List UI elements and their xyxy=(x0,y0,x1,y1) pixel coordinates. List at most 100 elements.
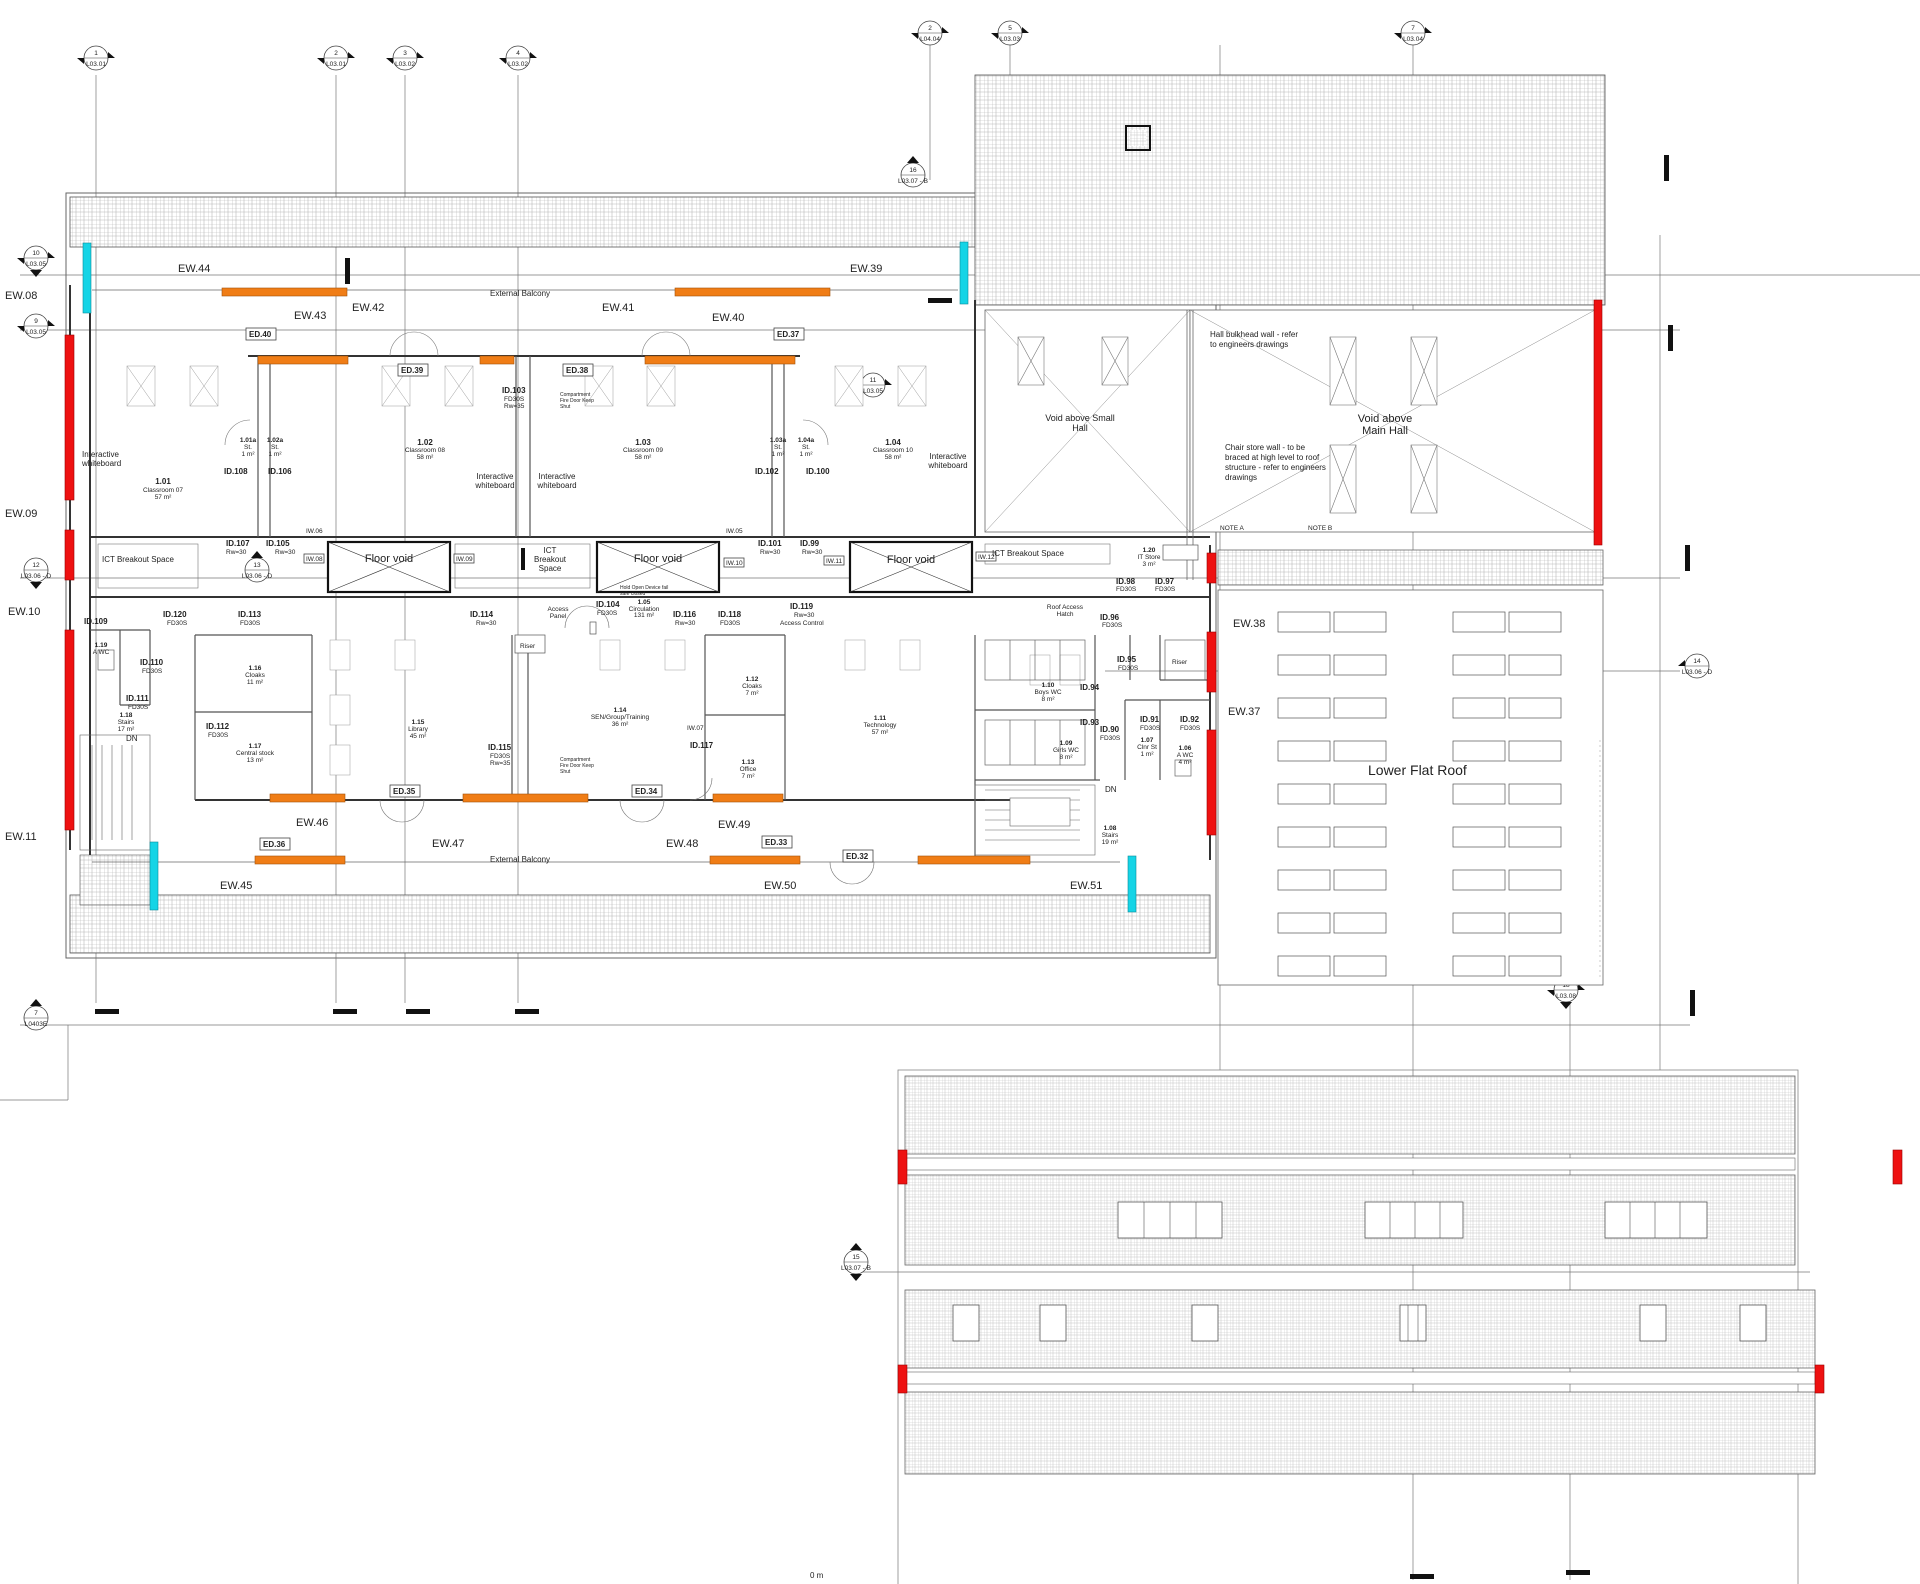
ew-09-label: EW.09 xyxy=(5,508,37,520)
room-1-14-name: SEN/Group/Training xyxy=(591,714,650,721)
room-1-03-area: 58 m² xyxy=(635,454,652,461)
room-1-13-num: 1.13 xyxy=(742,759,755,766)
ew-42-label: EW.42 xyxy=(352,302,384,314)
room-1-02-name: Classroom 08 xyxy=(405,447,445,454)
room-1-04a-num: 1.04a xyxy=(798,437,815,444)
room-1-10-name: Boys WC xyxy=(1034,689,1061,696)
grid-bubble-ref: L03.01 xyxy=(86,61,106,68)
room-1-18-name: Stairs xyxy=(118,719,135,726)
grid-bubble: 13 L03.06 - D xyxy=(242,551,272,583)
chair-store-note: Chair store wall - to be braced at high … xyxy=(1225,443,1326,482)
grid-bubble-num: 18 xyxy=(1562,982,1570,989)
ew-45-label: EW.45 xyxy=(220,880,252,892)
ew-40-label: EW.40 xyxy=(712,312,744,324)
grid-bubble-num: 5 xyxy=(1008,25,1012,32)
room-1-07-area: 1 m² xyxy=(1141,751,1155,758)
id-91-label: ID.91 xyxy=(1140,715,1160,724)
ed-39-label: ED.39 xyxy=(401,366,424,375)
id-101-label: ID.101 xyxy=(758,539,782,548)
grid-bubble-num: 13 xyxy=(253,562,261,569)
id-97-spec: FD30S xyxy=(1155,586,1176,593)
room-1-01a-name: St. xyxy=(244,444,252,451)
room-1-20-name: IT Store xyxy=(1137,554,1160,561)
id-107-rating: Rw=30 xyxy=(226,549,247,556)
ict-breakout-label: ICT Breakout Space xyxy=(102,555,174,564)
ed-35-label: ED.35 xyxy=(393,787,416,796)
room-1-15-area: 45 m² xyxy=(410,733,427,740)
id-116-rating: Rw=30 xyxy=(675,620,696,627)
note-b-label: NOTE B xyxy=(1308,525,1332,532)
id-93-label: ID.93 xyxy=(1080,718,1100,727)
room-1-01-area: 57 m² xyxy=(155,494,172,501)
id-117-label: ID.117 xyxy=(690,741,714,750)
id-98-label: ID.98 xyxy=(1116,577,1136,586)
room-1-01-num: 1.01 xyxy=(155,477,171,486)
red-walls xyxy=(64,299,1603,836)
ew-47-label: EW.47 xyxy=(432,838,464,850)
room-labels: 1.01 Classroom 07 57 m² 1.02 Classroom 0… xyxy=(93,437,1194,846)
external-door-labels: ED.40 ED.39 ED.38 ED.37 ED.35 ED.34 ED.3… xyxy=(245,327,874,863)
grid-bubble: 16 L03.07 - B xyxy=(898,156,928,188)
ict-breakout-label: ICT Breakout Space xyxy=(992,549,1064,558)
room-1-02a-name: St. xyxy=(271,444,279,451)
room-1-07-name: Clnr St xyxy=(1137,744,1157,751)
iw-08-label: IW.08 xyxy=(306,556,323,563)
room-1-08-area: 19 m² xyxy=(1102,839,1119,846)
grid-bubble-num: 10 xyxy=(32,250,40,257)
room-1-01a-area: 1 m² xyxy=(242,451,256,458)
id-107-label: ID.107 xyxy=(226,539,250,548)
grid-bubble: 3 L03.02 xyxy=(386,45,424,71)
room-1-16-area: 11 m² xyxy=(247,679,264,686)
room-1-05-num: 1.05 xyxy=(638,599,651,606)
room-1-20-area: 3 m² xyxy=(1143,561,1157,568)
room-1-06-area: 4 m² xyxy=(1179,759,1193,766)
roof-red-ends xyxy=(897,1149,1903,1394)
grid-bubble-num: 1 xyxy=(94,50,98,57)
lower-roof-block xyxy=(897,1069,1903,1584)
ew-46-label: EW.46 xyxy=(296,817,328,829)
room-1-05-name: Circulation xyxy=(629,606,660,613)
id-90-label: ID.90 xyxy=(1100,725,1120,734)
id-114-label: ID.114 xyxy=(470,610,494,619)
room-1-12-num: 1.12 xyxy=(746,676,759,683)
id-106-label: ID.106 xyxy=(268,467,292,476)
room-1-04a-name: St. xyxy=(802,444,810,451)
id-96-spec: FD30S xyxy=(1102,622,1123,629)
ew-48-label: EW.48 xyxy=(666,838,698,850)
grid-bubble-ref: L03.02 xyxy=(395,61,415,68)
room-1-13-name: Office xyxy=(740,766,757,773)
room-1-16-num: 1.16 xyxy=(249,665,262,672)
cyan-walls xyxy=(82,241,1137,913)
roof-access-hatch-label: Roof Access Hatch xyxy=(1046,604,1084,618)
id-104-label: ID.104 xyxy=(596,600,620,609)
grid-bubble-num: 16 xyxy=(909,167,917,174)
id-101-rating: Rw=30 xyxy=(760,549,781,556)
room-1-09-num: 1.09 xyxy=(1060,740,1073,747)
room-1-18-area: 17 m² xyxy=(118,726,135,733)
iw-06-label: IW.06 xyxy=(306,528,323,535)
whiteboard-label: Interactive whiteboard xyxy=(537,472,577,490)
id-104-spec: FD30S xyxy=(597,610,618,617)
compartment-door-note: Compartment Fire Door Keep Shut xyxy=(560,757,594,775)
grid-bubble-ref: L03.06 - D xyxy=(1682,669,1713,676)
ew-49-label: EW.49 xyxy=(718,819,750,831)
lower-flat-roof-label: Lower Flat Roof xyxy=(1368,762,1467,778)
room-1-04-name: Classroom 10 xyxy=(873,447,913,454)
id-115-label: ID.115 xyxy=(488,743,512,752)
room-1-14-num: 1.14 xyxy=(614,707,627,714)
room-1-13-area: 7 m² xyxy=(742,773,756,780)
grid-bubble-ref: L03.07 - B xyxy=(898,178,928,185)
main-building xyxy=(64,74,1606,959)
whiteboard-label: Interactive whiteboard xyxy=(928,452,968,470)
room-1-15-num: 1.15 xyxy=(412,719,425,726)
id-100-label: ID.100 xyxy=(806,467,830,476)
id-92-label: ID.92 xyxy=(1180,715,1200,724)
id-103-spec: FD30S xyxy=(504,396,525,403)
grid-bubble: 12 L03.06 - D xyxy=(21,557,51,589)
id-103-rating: Rw=35 xyxy=(504,403,525,410)
id-110-label: ID.110 xyxy=(140,658,164,667)
id-96-label: ID.96 xyxy=(1100,613,1120,622)
hold-open-note: Hold Open Device fail safe closed xyxy=(620,585,669,597)
room-1-11-area: 57 m² xyxy=(872,729,889,736)
